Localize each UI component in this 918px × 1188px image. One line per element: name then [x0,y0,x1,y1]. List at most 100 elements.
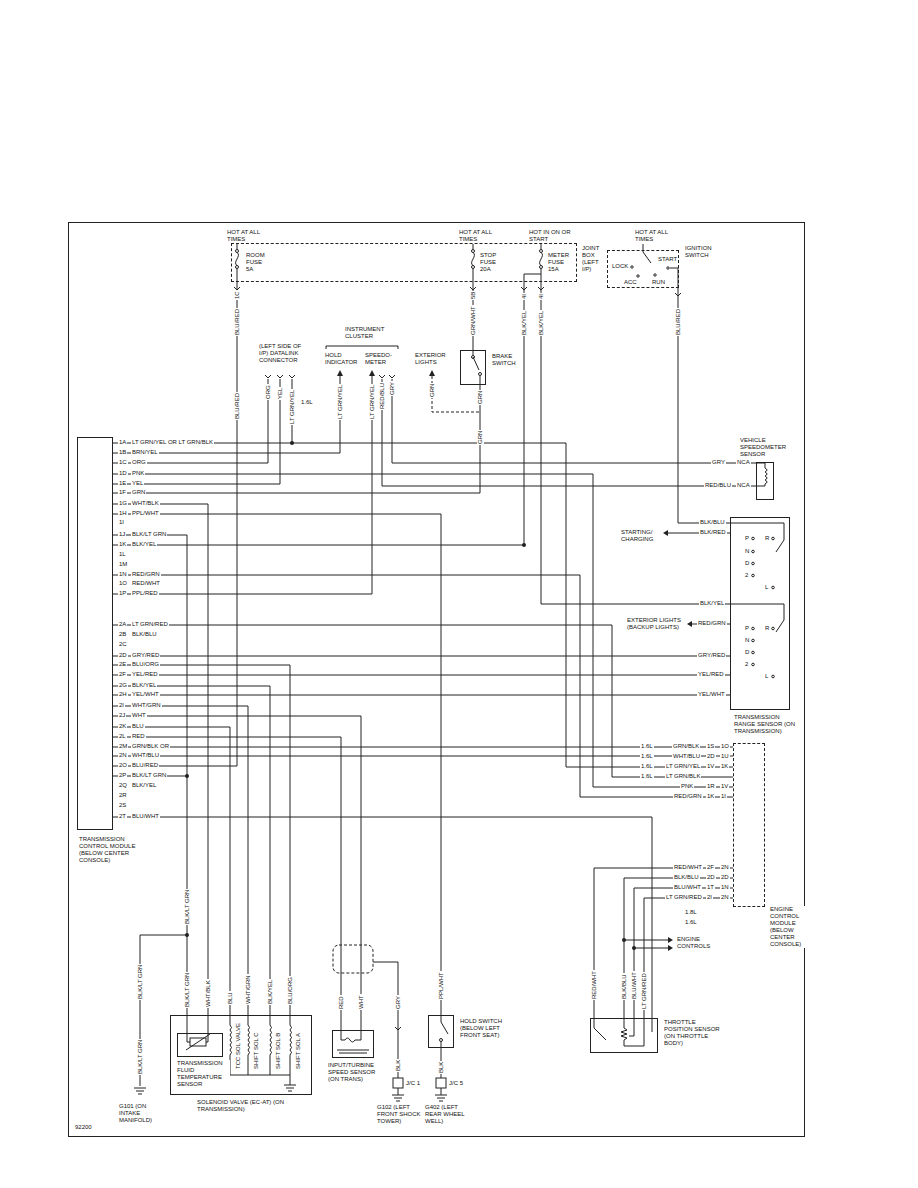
frame [69,223,805,1137]
text-label: HOT AT ALL TIMES [634,229,670,243]
wire-color: LT GRN/YEL [337,384,344,420]
wire [594,868,733,1018]
text-label: WHT/BLU [672,753,701,760]
text-label: PPL/RED [131,590,159,597]
text-label: D [744,560,750,567]
range-switch [730,523,784,678]
text-label: 1K [706,793,715,800]
text-label: BLU/WHT [131,813,160,820]
throttle-sensor: THROTTLE POSITION SENSOR (ON THROTTLE BO… [590,1018,658,1053]
wire [113,656,730,657]
wire-color: SHIFT SOL C [253,1031,260,1070]
solenoid-coil [230,1015,292,1075]
wire [113,376,340,453]
ground-symbol [436,1078,446,1088]
text-label: 2T [118,813,127,820]
text-label: 1V [720,783,729,790]
text-label: 1K [118,541,127,548]
component-name: THROTTLE POSITION SENSOR (ON THROTTLE BO… [663,1019,721,1047]
text-label: 2F [118,671,127,678]
text-label: 1M [118,561,128,568]
range-switch [752,574,755,577]
wire-color: BLU/ORG [287,976,294,1005]
wire [113,346,756,1095]
wire-color: BLK/LT GRN [184,889,191,925]
wire-color: YEL [277,387,284,400]
switch-symbol [440,244,679,1048]
text-label: R [764,535,770,542]
switch-symbol [631,266,633,268]
text-label: 1J [118,531,126,538]
text-label: 2L [118,733,127,740]
wire-color: BLU/RED [675,308,682,336]
text-label: L [764,584,769,591]
text-label: BLU [131,723,145,730]
text-label: 2J [118,712,126,719]
wire [113,737,341,1030]
text-label: BLK/BLU [673,874,700,881]
text-label: 2R [118,792,128,799]
wire [392,379,756,463]
text-label: 1O [720,743,730,750]
fuse-symbol [472,244,475,282]
fuse-symbol [472,250,475,253]
text-label: LT GRN/BLK [665,773,701,780]
wire-color: 4I [521,293,528,300]
text-label: ROOM FUSE 5A [245,252,269,273]
text-label: WHT/BLU [131,752,160,759]
solenoid-coil [230,1075,290,1076]
wire [113,282,524,545]
text-label: METER FUSE 15A [547,252,573,273]
component-name: SOLENOID VALVE (EC-AT) (ON TRANSMISSION) [196,1099,293,1113]
text-label: RED/GRN [131,571,161,578]
wire-color: SHIFT SOL B [275,1032,282,1070]
sensor-symbol [333,945,373,973]
text-label: RED/GRN [673,793,703,800]
wire-color: SHIFT SOL A [295,1032,302,1070]
wire [541,282,730,604]
text-label: RUN [651,279,666,286]
text-label: BLK/BLU [699,519,726,526]
text-label: 2O [118,762,128,769]
switch-symbol [479,373,482,376]
text-label: BLK/RED [699,529,727,536]
ground-symbol [435,1095,447,1101]
text-label: 2 [744,661,749,668]
text-label: 1B [118,449,127,456]
arrowhead [429,370,435,376]
wire-color: GRY [389,381,396,396]
wire-color: BLK/LT GRN [137,1039,144,1075]
connector-mark [234,287,681,1030]
wire-color: GRN [477,390,484,405]
range-switch [772,586,775,589]
switch-symbol [440,1039,443,1042]
text-label: G402 (LEFT REAR WHEEL WELL) [424,1104,470,1125]
text-label: INSTRUMENT CLUSTER [344,326,390,340]
text-label: P [744,535,750,542]
arrowhead [337,370,343,376]
wire-color: WHT/GRN [245,974,252,1005]
wire-color: GRN/WHT [470,305,477,336]
text-label: 1O [118,580,128,587]
ground-symbol [393,1078,403,1088]
component-name: TRANSMISSION RANGE SENSOR (ON TRANSMISSI… [733,714,803,735]
text-label: BLK/YEL [131,682,157,689]
wire [326,346,398,349]
text-label: 2S [118,802,127,809]
text-label: 1V [706,763,715,770]
wire [382,379,756,486]
range-switch [752,627,755,630]
sensor-symbol [757,463,767,486]
solenoid-coil [290,1015,292,1075]
arrowhead [337,370,692,951]
wire [113,695,730,696]
text-label: 1N [720,884,730,891]
text-label: 2Q [118,782,128,789]
wire-color: 5B [470,291,477,300]
component-name: TRANSMISSION FLUID TEMPERATURE SENSOR [176,1060,230,1088]
text-label: BLK/YEL [131,541,157,548]
wire [113,535,187,1033]
text-label: PNK [131,470,145,477]
wire-color: GRN [429,383,436,398]
